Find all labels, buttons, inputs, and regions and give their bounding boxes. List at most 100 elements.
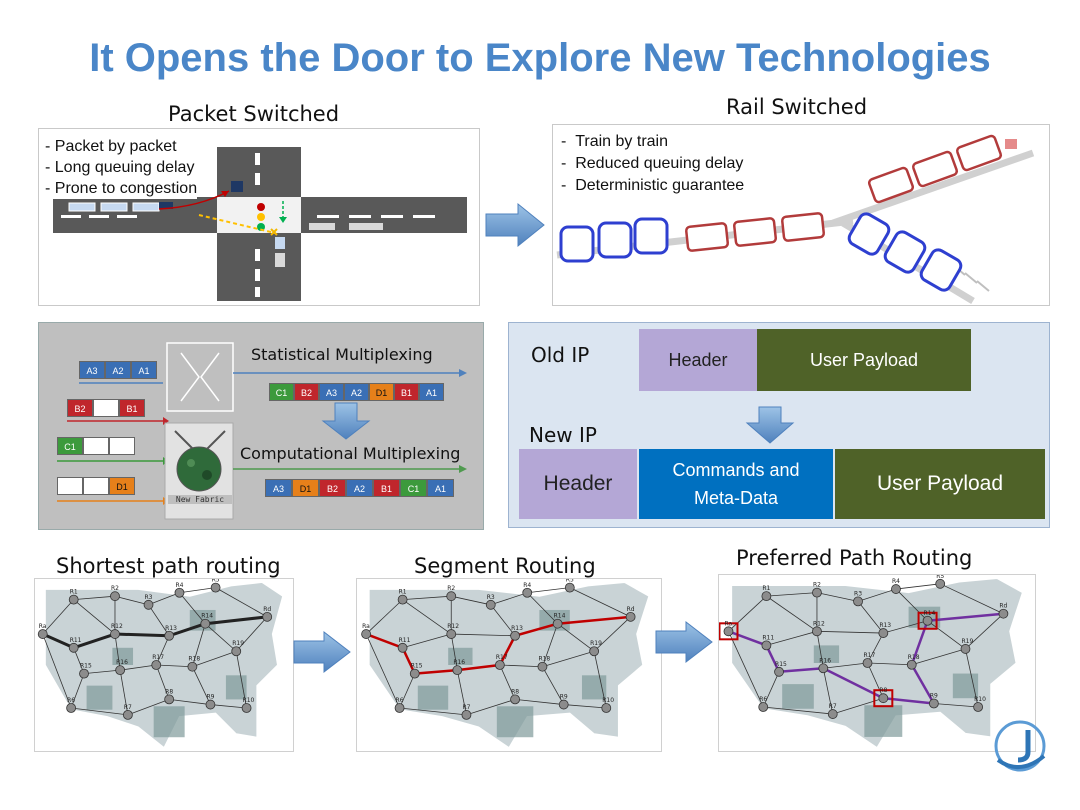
router-label: R3 bbox=[145, 594, 153, 601]
router-label: R18 bbox=[538, 656, 550, 663]
network-link bbox=[456, 670, 467, 715]
highlight-box bbox=[718, 622, 739, 641]
router-label: R5 bbox=[566, 579, 574, 584]
new-ip-label: New IP bbox=[529, 423, 597, 447]
router-icon bbox=[812, 626, 822, 637]
router-label: R7 bbox=[124, 704, 132, 711]
router-icon bbox=[973, 702, 984, 712]
router-label: R4 bbox=[523, 582, 531, 589]
packet: D1 bbox=[369, 383, 394, 401]
router-icon bbox=[812, 587, 822, 598]
router-icon bbox=[774, 666, 784, 677]
state-region bbox=[581, 675, 607, 700]
network-link bbox=[148, 604, 170, 636]
router-label: R3 bbox=[854, 590, 862, 597]
right-arrow-icon bbox=[485, 202, 545, 248]
old-ip-payload: User Payload bbox=[757, 329, 971, 391]
router-label: Rd bbox=[999, 603, 1007, 610]
router-icon bbox=[494, 660, 505, 670]
router-icon bbox=[906, 659, 917, 670]
router-label: R6 bbox=[759, 696, 767, 703]
router-label: Ra bbox=[362, 623, 370, 630]
routing-path bbox=[42, 615, 268, 650]
router-label: R4 bbox=[892, 578, 900, 585]
router-icon bbox=[187, 661, 198, 672]
highlight-box bbox=[917, 611, 938, 630]
router-label: R9 bbox=[206, 694, 214, 701]
router-icon bbox=[397, 642, 408, 653]
router-icon bbox=[210, 582, 221, 593]
router-icon bbox=[164, 694, 175, 705]
router-label: R3 bbox=[487, 594, 495, 601]
router-label: R14 bbox=[201, 613, 213, 620]
network-link bbox=[490, 592, 528, 606]
right-arrow-icon bbox=[655, 620, 713, 664]
network-link bbox=[83, 669, 121, 674]
network-link bbox=[169, 699, 211, 705]
router-icon bbox=[878, 693, 889, 704]
router-icon bbox=[891, 584, 901, 594]
router-label: R15 bbox=[80, 663, 92, 670]
router-label: R13 bbox=[879, 622, 891, 629]
router-label: R6 bbox=[396, 697, 404, 704]
bullet-item: - Train by train bbox=[561, 133, 668, 150]
packet: A1 bbox=[419, 383, 444, 401]
router-label: R19 bbox=[590, 640, 602, 647]
flow-b: B2 B1 bbox=[67, 399, 145, 419]
network-link bbox=[70, 673, 85, 709]
network-link bbox=[927, 620, 966, 650]
packet-switched-bullets: - Packet by packet - Long queuing delay … bbox=[45, 136, 198, 199]
router-label: R14 bbox=[554, 613, 566, 620]
network-link bbox=[402, 599, 452, 635]
router-label: R18 bbox=[908, 654, 920, 661]
network-link bbox=[527, 587, 570, 594]
segment-routing-title: Segment Routing bbox=[414, 554, 596, 578]
router-icon bbox=[922, 615, 933, 626]
packet-switched-panel: - Packet by packet - Long queuing delay … bbox=[38, 128, 480, 306]
state-region bbox=[782, 684, 814, 709]
network-link bbox=[179, 587, 216, 594]
network-link bbox=[402, 633, 452, 649]
router-label: R17 bbox=[864, 652, 876, 659]
router-label: R15 bbox=[775, 661, 787, 668]
router-icon bbox=[818, 663, 829, 674]
network-link bbox=[816, 592, 859, 602]
router-icon bbox=[853, 596, 863, 607]
packet: B2 bbox=[67, 399, 93, 417]
network-link bbox=[466, 699, 516, 716]
router-icon bbox=[151, 660, 162, 670]
bullet-item: - Packet by packet bbox=[45, 138, 177, 155]
router-label: R15 bbox=[411, 663, 423, 670]
router-icon bbox=[758, 702, 769, 712]
router-label: R11 bbox=[70, 637, 82, 644]
router-icon bbox=[537, 661, 548, 672]
packet: A1 bbox=[427, 479, 454, 497]
network-link bbox=[365, 599, 403, 635]
router-icon bbox=[200, 618, 211, 629]
packet: D1 bbox=[109, 477, 135, 495]
network-link bbox=[192, 650, 237, 668]
logo-icon bbox=[994, 720, 1046, 772]
packet: A2 bbox=[105, 361, 131, 379]
network-link bbox=[557, 623, 595, 652]
network-link bbox=[728, 595, 767, 632]
packet bbox=[57, 477, 83, 495]
down-arrow-icon bbox=[745, 406, 795, 444]
state-region bbox=[153, 706, 185, 738]
network-link bbox=[965, 613, 1004, 650]
new-ip-header: Header bbox=[519, 449, 637, 519]
router-icon bbox=[558, 699, 569, 710]
network-link bbox=[857, 588, 897, 602]
network-link bbox=[822, 668, 834, 715]
rail-switched-bullets: - Train by train - Reduced queuing delay… bbox=[561, 131, 744, 197]
network-link bbox=[71, 707, 128, 716]
router-icon bbox=[110, 629, 120, 639]
network-link bbox=[569, 587, 631, 618]
old-ip-label: Old IP bbox=[531, 343, 590, 367]
network-link bbox=[148, 592, 180, 606]
router-label: Ra bbox=[39, 623, 47, 630]
network-link bbox=[402, 595, 452, 601]
network-link bbox=[593, 651, 607, 709]
